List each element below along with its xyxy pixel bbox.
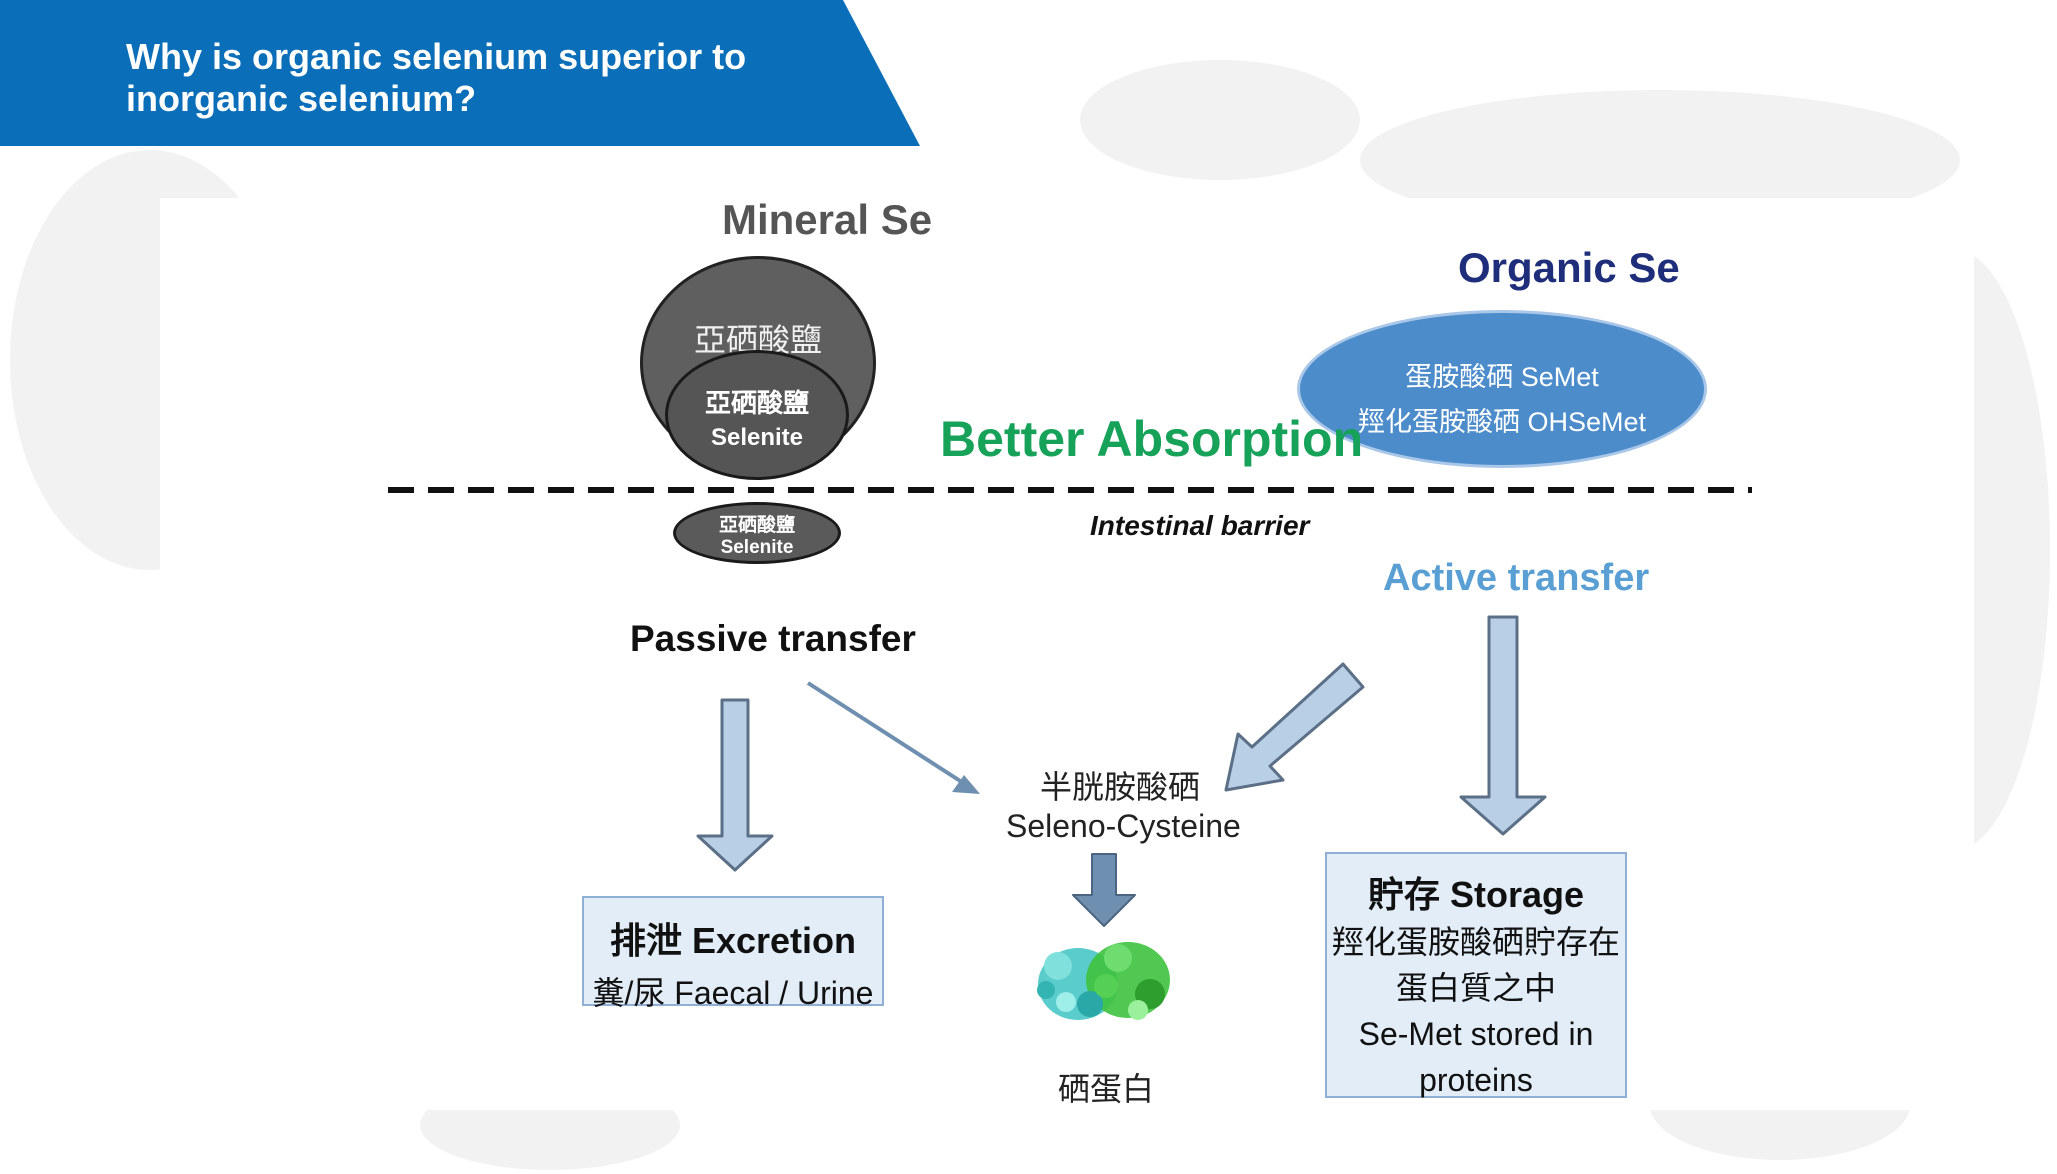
excretion-box: 排泄 Excretion 糞/尿 Faecal / Urine bbox=[582, 896, 884, 1011]
mineral-se-inner-circle: 亞硒酸鹽 Selenite bbox=[665, 350, 849, 480]
storage-line-1: 羥化蛋胺酸硒貯存在 bbox=[1331, 924, 1620, 960]
excretion-sub: 糞/尿 Faecal / Urine bbox=[592, 975, 874, 1011]
arrow-passive-head bbox=[952, 775, 980, 794]
arrow-down-selenoprotein bbox=[1072, 853, 1136, 927]
selenoprotein-molecule-icon bbox=[1037, 942, 1170, 1020]
selenite-label-en: Selenite bbox=[710, 424, 804, 451]
background-map-shape bbox=[1080, 60, 1360, 180]
storage-line-2: 蛋白質之中 bbox=[1395, 970, 1556, 1006]
active-transfer-label: Active transfer bbox=[1383, 557, 1650, 599]
page-title: Why is organic selenium superior to inor… bbox=[126, 36, 747, 119]
absorbed-selenite-ellipse: 亞硒酸鹽 Selenite bbox=[673, 502, 841, 564]
arrow-passive-to-cysteine bbox=[806, 681, 970, 788]
mineral-se-title: Mineral Se bbox=[722, 196, 933, 243]
absorbed-selenite-cn: 亞硒酸鹽 bbox=[718, 515, 795, 536]
storage-heading: 貯存 Storage bbox=[1367, 874, 1585, 915]
storage-line-4: proteins bbox=[1419, 1062, 1533, 1098]
header-banner bbox=[0, 0, 920, 146]
passive-transfer-label: Passive transfer bbox=[630, 618, 916, 659]
better-absorption-label: Better Absorption bbox=[940, 411, 1364, 467]
arrow-down-excretion bbox=[696, 698, 774, 872]
selenite-label-cn: 亞硒酸鹽 bbox=[704, 388, 809, 418]
organic-se-ellipse: 蛋胺酸硒 SeMet 羥化蛋胺酸硒 OHSeMet bbox=[1297, 310, 1707, 468]
semet-label: 蛋胺酸硒 SeMet bbox=[1405, 362, 1599, 392]
intestinal-barrier-label: Intestinal barrier bbox=[1090, 510, 1310, 541]
seleno-cysteine-cn: 半胱胺酸硒 bbox=[1040, 769, 1201, 805]
seleno-cysteine-en: Seleno-Cysteine bbox=[1006, 808, 1241, 844]
storage-line-3: Se-Met stored in bbox=[1358, 1016, 1594, 1052]
storage-box: 貯存 Storage 羥化蛋胺酸硒貯存在 蛋白質之中 Se-Met stored… bbox=[1325, 852, 1627, 1098]
absorbed-selenite-en: Selenite bbox=[720, 537, 794, 558]
organic-se-title: Organic Se bbox=[1458, 244, 1680, 291]
arrow-active-to-cysteine bbox=[1224, 662, 1365, 792]
arrow-down-storage bbox=[1459, 615, 1547, 836]
excretion-heading: 排泄 Excretion bbox=[609, 920, 857, 961]
selenoprotein-label: 硒蛋白 bbox=[1058, 1071, 1155, 1107]
ohsemet-label: 羥化蛋胺酸硒 OHSeMet bbox=[1357, 407, 1647, 437]
